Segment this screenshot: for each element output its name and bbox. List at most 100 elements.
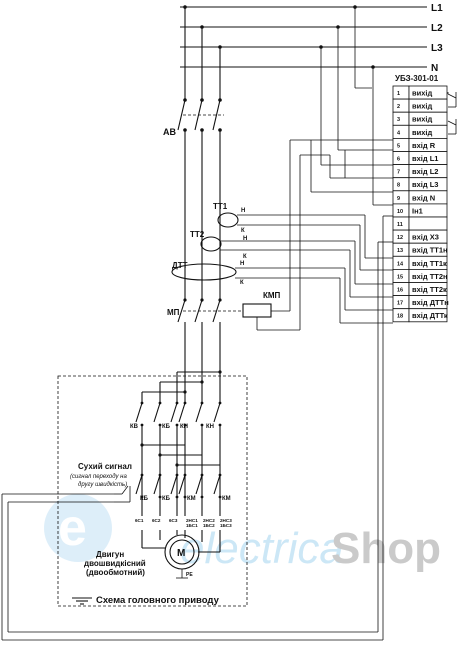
- breaker-label: АВ: [163, 127, 176, 137]
- top-contact-label: КН: [206, 424, 214, 430]
- relay-terminal-num-cell: [392, 190, 410, 205]
- relay-terminal-number: 2: [397, 104, 400, 110]
- relay-terminal-number: 12: [397, 235, 403, 241]
- dtt-label: ДТТ: [172, 261, 188, 270]
- contact-blade: [178, 474, 186, 495]
- relay-terminal-num-cell: [392, 124, 410, 139]
- svg-text:Н: Н: [241, 208, 245, 214]
- relay-input-wires: [1, 7, 393, 641]
- motor-label: М: [177, 548, 185, 559]
- relay-terminal-label: вхід L2: [412, 167, 438, 176]
- motor-caption-line3: (двообмотний): [86, 568, 145, 577]
- winding-label: 6С1: [135, 518, 144, 523]
- dry-signal-note-line2: другу швидкість): [78, 482, 127, 488]
- bus-label-l3: L3: [431, 43, 443, 54]
- watermark-text-part1: electrica: [180, 524, 344, 573]
- contact-blade: [195, 474, 203, 495]
- relay-terminal-label: вхід N: [412, 193, 435, 202]
- relay-terminal-label: вихід: [412, 128, 432, 137]
- relay-terminal-number: 4: [397, 130, 401, 136]
- contact-blade: [170, 474, 178, 495]
- relay-terminal-label: вхід ТТ1н: [412, 246, 448, 255]
- svg-text:Н: Н: [243, 236, 247, 242]
- relay-terminal-label-cell: [408, 308, 448, 323]
- dry-signal-contact: Сухий сигнал (сигнал переходу на другу ш…: [70, 462, 132, 503]
- bottom-contact-label: КМ: [222, 496, 231, 502]
- relay-terminal-label-cell: [408, 216, 448, 231]
- contact-blade: [153, 474, 161, 495]
- watermark-text-part2: Shop: [331, 524, 441, 573]
- pe-label: PE: [186, 572, 193, 578]
- relay-terminal-number: 11: [397, 222, 403, 228]
- relay-terminal-number: 14: [397, 261, 404, 267]
- bus-label-n: N: [431, 63, 438, 74]
- ground-icon: [72, 597, 92, 605]
- contact-blade: [195, 402, 203, 423]
- relay-terminal-label: Ін1: [412, 206, 423, 215]
- relay-terminal-number: 5: [397, 143, 400, 149]
- motor-caption: Двигун двошвидкісний (двообмотний): [84, 550, 146, 577]
- contactor-label: МП: [167, 308, 180, 317]
- relay-terminal-number: 15: [397, 274, 403, 280]
- relay-title: УБЗ-301-01: [395, 74, 439, 83]
- relay-terminal-number: 9: [397, 196, 400, 202]
- dry-signal-note-line1: (сигнал переходу на: [70, 474, 127, 480]
- watermark-logo-letter: e: [58, 499, 87, 557]
- bus-label-l1: L1: [431, 3, 443, 14]
- relay-terminal-label: вхід ТТ1к: [412, 259, 447, 268]
- contact-blade: [213, 402, 221, 423]
- watermark: e electrica Shop: [44, 494, 441, 573]
- relay-terminal-number: 17: [397, 301, 403, 307]
- relay-terminal-num-cell: [392, 177, 410, 192]
- scheme-caption: Схема головного приводу: [96, 595, 220, 606]
- relay-terminal-label: вхід Х3: [412, 233, 439, 242]
- ct1-label: ТТ1: [213, 202, 228, 211]
- relay-terminal-number: 6: [397, 157, 400, 163]
- breaker-av: АВ: [163, 98, 224, 137]
- contact-blade: [135, 474, 143, 495]
- relay-terminal-num-cell: [392, 111, 410, 126]
- relay-terminal-number: 13: [397, 248, 403, 254]
- relay-terminal-label: вхід ТТ2н: [412, 272, 448, 281]
- relay-terminal-number: 18: [397, 314, 403, 320]
- top-contact-label: КВ: [130, 424, 139, 430]
- bottom-contact-label: КБ: [140, 496, 149, 502]
- winding-label: 6С2: [152, 518, 161, 523]
- relay-terminal-num-cell: [392, 151, 410, 166]
- svg-text:К: К: [241, 228, 245, 234]
- relay-terminal-number: 8: [397, 183, 400, 189]
- differential-transformer-dtt: ДТТ Н К: [171, 261, 345, 286]
- relay-terminal-label: вихід: [412, 115, 432, 124]
- bus-label-l2: L2: [431, 23, 443, 34]
- motor-caption-line1: Двигун: [96, 550, 124, 559]
- relay-terminal-number: 1: [397, 91, 400, 97]
- relay-terminal-num-cell: [392, 85, 410, 100]
- ct2-label: ТТ2: [190, 230, 205, 239]
- relay-terminal-number: 10: [397, 209, 403, 215]
- relay-terminal-num-cell: [392, 137, 410, 152]
- contactor-mp: МП КМП: [167, 140, 301, 331]
- watermark-logo-circle: [44, 494, 112, 562]
- top-contact-label: КН: [180, 424, 188, 430]
- main-drive-enclosure: [57, 375, 248, 607]
- relay-terminal-label: вхід L3: [412, 180, 438, 189]
- contact-blade: [153, 402, 161, 423]
- svg-text:К: К: [243, 254, 247, 260]
- relay-terminal-label: вхід ДТТн: [412, 298, 449, 307]
- contact-blade: [170, 402, 178, 423]
- svg-text:К: К: [240, 280, 244, 286]
- motor-caption-line2: двошвидкісний: [84, 559, 146, 568]
- relay-terminal-label: вихід: [412, 89, 432, 98]
- current-transformer-tt1: ТТ1 Н К: [213, 202, 365, 234]
- top-contact-label: КБ: [162, 424, 171, 430]
- bottom-contact-label: КБ: [162, 496, 171, 502]
- current-transformer-tt2: ТТ2 Н К: [190, 230, 355, 260]
- contact-blade: [135, 402, 143, 423]
- winding-label: 6С3: [169, 518, 178, 523]
- phase-wires: [184, 7, 221, 392]
- relay-terminal-number: 16: [397, 288, 403, 294]
